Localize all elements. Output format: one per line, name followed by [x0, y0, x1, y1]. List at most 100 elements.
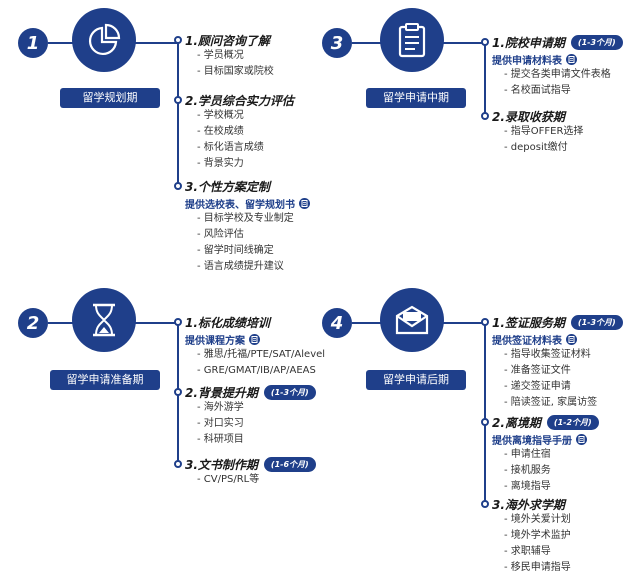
timeline-dot [481, 418, 489, 426]
phase-section: 1.签证服务期 (1-3个月) 提供签证材料表 - 指导收集签证材料 - 准备签证文件 -… [492, 314, 623, 411]
list-item: - 学校概况 [197, 110, 244, 121]
phase-icon-circle [380, 288, 444, 352]
clipboard-icon [397, 22, 427, 58]
deliverable-line: 提供选校表、留学规划书 [185, 195, 310, 211]
deliverable-line: 提供签证材料表 [492, 331, 623, 347]
phase-number-badge: 2 [18, 308, 48, 338]
section-title: 1.院校申请期 [492, 35, 565, 50]
list-item: - 标化语言成绩 [197, 142, 264, 153]
phase-number-badge: 4 [322, 308, 352, 338]
timeline-dot [481, 112, 489, 120]
hourglass-icon [90, 302, 118, 338]
list-item: - 境外关爱计划 [504, 514, 571, 525]
list-item: - 在校成绩 [197, 126, 244, 137]
list-item: - 接机服务 [504, 465, 551, 476]
phase-label: 留学规划期 [60, 88, 160, 108]
list-item: - 移民申请指导 [504, 562, 571, 573]
pie-chart-icon [87, 23, 121, 57]
list-item: - 指导收集签证材料 [504, 349, 591, 360]
list-item: - 陪读签证, 家属访签 [504, 397, 598, 408]
phase-label: 留学申请后期 [366, 370, 466, 390]
phase-section: 2.录取收获期 - 指导OFFER选择 - deposit缴付 [492, 108, 583, 156]
section-title: 2.录取收获期 [492, 109, 565, 124]
document-icon [249, 333, 260, 345]
phase-section: 2.背景提升期 (1-3个月) - 海外游学 - 对口实习 - 科研项目 [185, 384, 316, 448]
section-title: 3.海外求学期 [492, 497, 565, 512]
document-icon [576, 433, 587, 445]
list-item: - 海外游学 [197, 402, 244, 413]
list-item: - 申请住宿 [504, 449, 551, 460]
section-title: 1.标化成绩培训 [185, 315, 270, 330]
phase-section: 1.顾问咨询了解 - 学员概况 - 目标国家或院校 [185, 32, 274, 80]
timeline-dot [174, 36, 182, 44]
document-icon [299, 197, 310, 209]
duration-tag: (1-6个月) [263, 456, 316, 472]
timeline-dot [481, 318, 489, 326]
list-item: - 对口实习 [197, 418, 244, 429]
timeline-dot [174, 96, 182, 104]
phase-section: 2.离境期 (1-2个月) 提供离境指导手册 - 申请住宿 - 接机服务 - 离境指导 [492, 414, 599, 495]
list-item: - 目标国家或院校 [197, 66, 274, 77]
list-item: - 留学时间线确定 [197, 245, 274, 256]
list-item: - 境外学术监护 [504, 530, 571, 541]
list-item: - 求职辅导 [504, 546, 551, 557]
timeline-line [177, 39, 179, 185]
timeline-line [484, 41, 486, 115]
phase-section: 3.海外求学期 - 境外关爱计划 - 境外学术监护 - 求职辅导 - 移民申请指导 [492, 496, 571, 576]
timeline-dot [481, 500, 489, 508]
phase-section: 1.标化成绩培训提供课程方案 - 雅思/托福/PTE/SAT/Alevel - GR… [185, 314, 325, 379]
timeline-dot [174, 460, 182, 468]
duration-tag: (1-3个月) [570, 34, 623, 50]
phase-number-badge: 1 [18, 28, 48, 58]
list-item: - 离境指导 [504, 481, 551, 492]
list-item: - 递交签证申请 [504, 381, 571, 392]
timeline-line [484, 321, 486, 503]
section-title: 3.个性方案定制 [185, 179, 270, 194]
duration-tag: (1-2个月) [546, 414, 599, 430]
section-title: 3.文书制作期 [185, 457, 258, 472]
section-title: 1.顾问咨询了解 [185, 33, 270, 48]
phase-icon-circle [72, 288, 136, 352]
timeline-dot [174, 182, 182, 190]
deliverable-line: 提供离境指导手册 [492, 431, 599, 447]
duration-tag: (1-3个月) [263, 384, 316, 400]
list-item: - 准备签证文件 [504, 365, 571, 376]
phase-section: 1.院校申请期 (1-3个月) 提供申请材料表 - 提交各类申请文件表格 - 名校面试指… [492, 34, 623, 99]
deliverable-text: 提供选校表、留学规划书 [185, 199, 295, 211]
section-title: 1.签证服务期 [492, 315, 565, 330]
deliverable-text: 提供申请材料表 [492, 55, 562, 67]
list-item: - 指导OFFER选择 [504, 126, 584, 137]
list-item: - 学员概况 [197, 50, 244, 61]
phase-label: 留学申请中期 [366, 88, 466, 108]
timeline-dot [481, 38, 489, 46]
phase-section: 3.文书制作期 (1-6个月)- CV/PS/RL等 [185, 456, 316, 488]
deliverable-text: 提供课程方案 [185, 335, 245, 347]
phase-icon-circle [380, 8, 444, 72]
document-icon [566, 53, 577, 65]
deliverable-line: 提供课程方案 [185, 331, 325, 347]
phase-number-badge: 3 [322, 28, 352, 58]
list-item: - GRE/GMAT/IB/AP/AEAS [197, 365, 316, 376]
deliverable-text: 提供离境指导手册 [492, 435, 572, 447]
list-item: - 背景实力 [197, 158, 244, 169]
phase-section: 2.学员综合实力评估 - 学校概况 - 在校成绩 - 标化语言成绩 - 背景实力 [185, 92, 294, 172]
list-item: - 风险评估 [197, 229, 244, 240]
section-title: 2.离境期 [492, 415, 541, 430]
list-item: - 目标学校及专业制定 [197, 213, 294, 224]
list-item: - 语言成绩提升建议 [197, 261, 284, 272]
duration-tag: (1-3个月) [570, 314, 623, 330]
deliverable-text: 提供签证材料表 [492, 335, 562, 347]
section-title: 2.背景提升期 [185, 385, 258, 400]
list-item: - deposit缴付 [504, 142, 568, 153]
list-item: - 名校面试指导 [504, 85, 571, 96]
phase-section: 3.个性方案定制提供选校表、留学规划书 - 目标学校及专业制定 - 风险评估 - 留学… [185, 178, 310, 275]
list-item: - CV/PS/RL等 [197, 474, 260, 485]
envelope-icon [394, 305, 430, 335]
list-item: - 科研项目 [197, 434, 244, 445]
section-title: 2.学员综合实力评估 [185, 93, 294, 108]
document-icon [566, 333, 577, 345]
list-item: - 提交各类申请文件表格 [504, 69, 611, 80]
timeline-dot [174, 388, 182, 396]
deliverable-line: 提供申请材料表 [492, 51, 623, 67]
list-item: - 雅思/托福/PTE/SAT/Alevel [197, 349, 326, 360]
